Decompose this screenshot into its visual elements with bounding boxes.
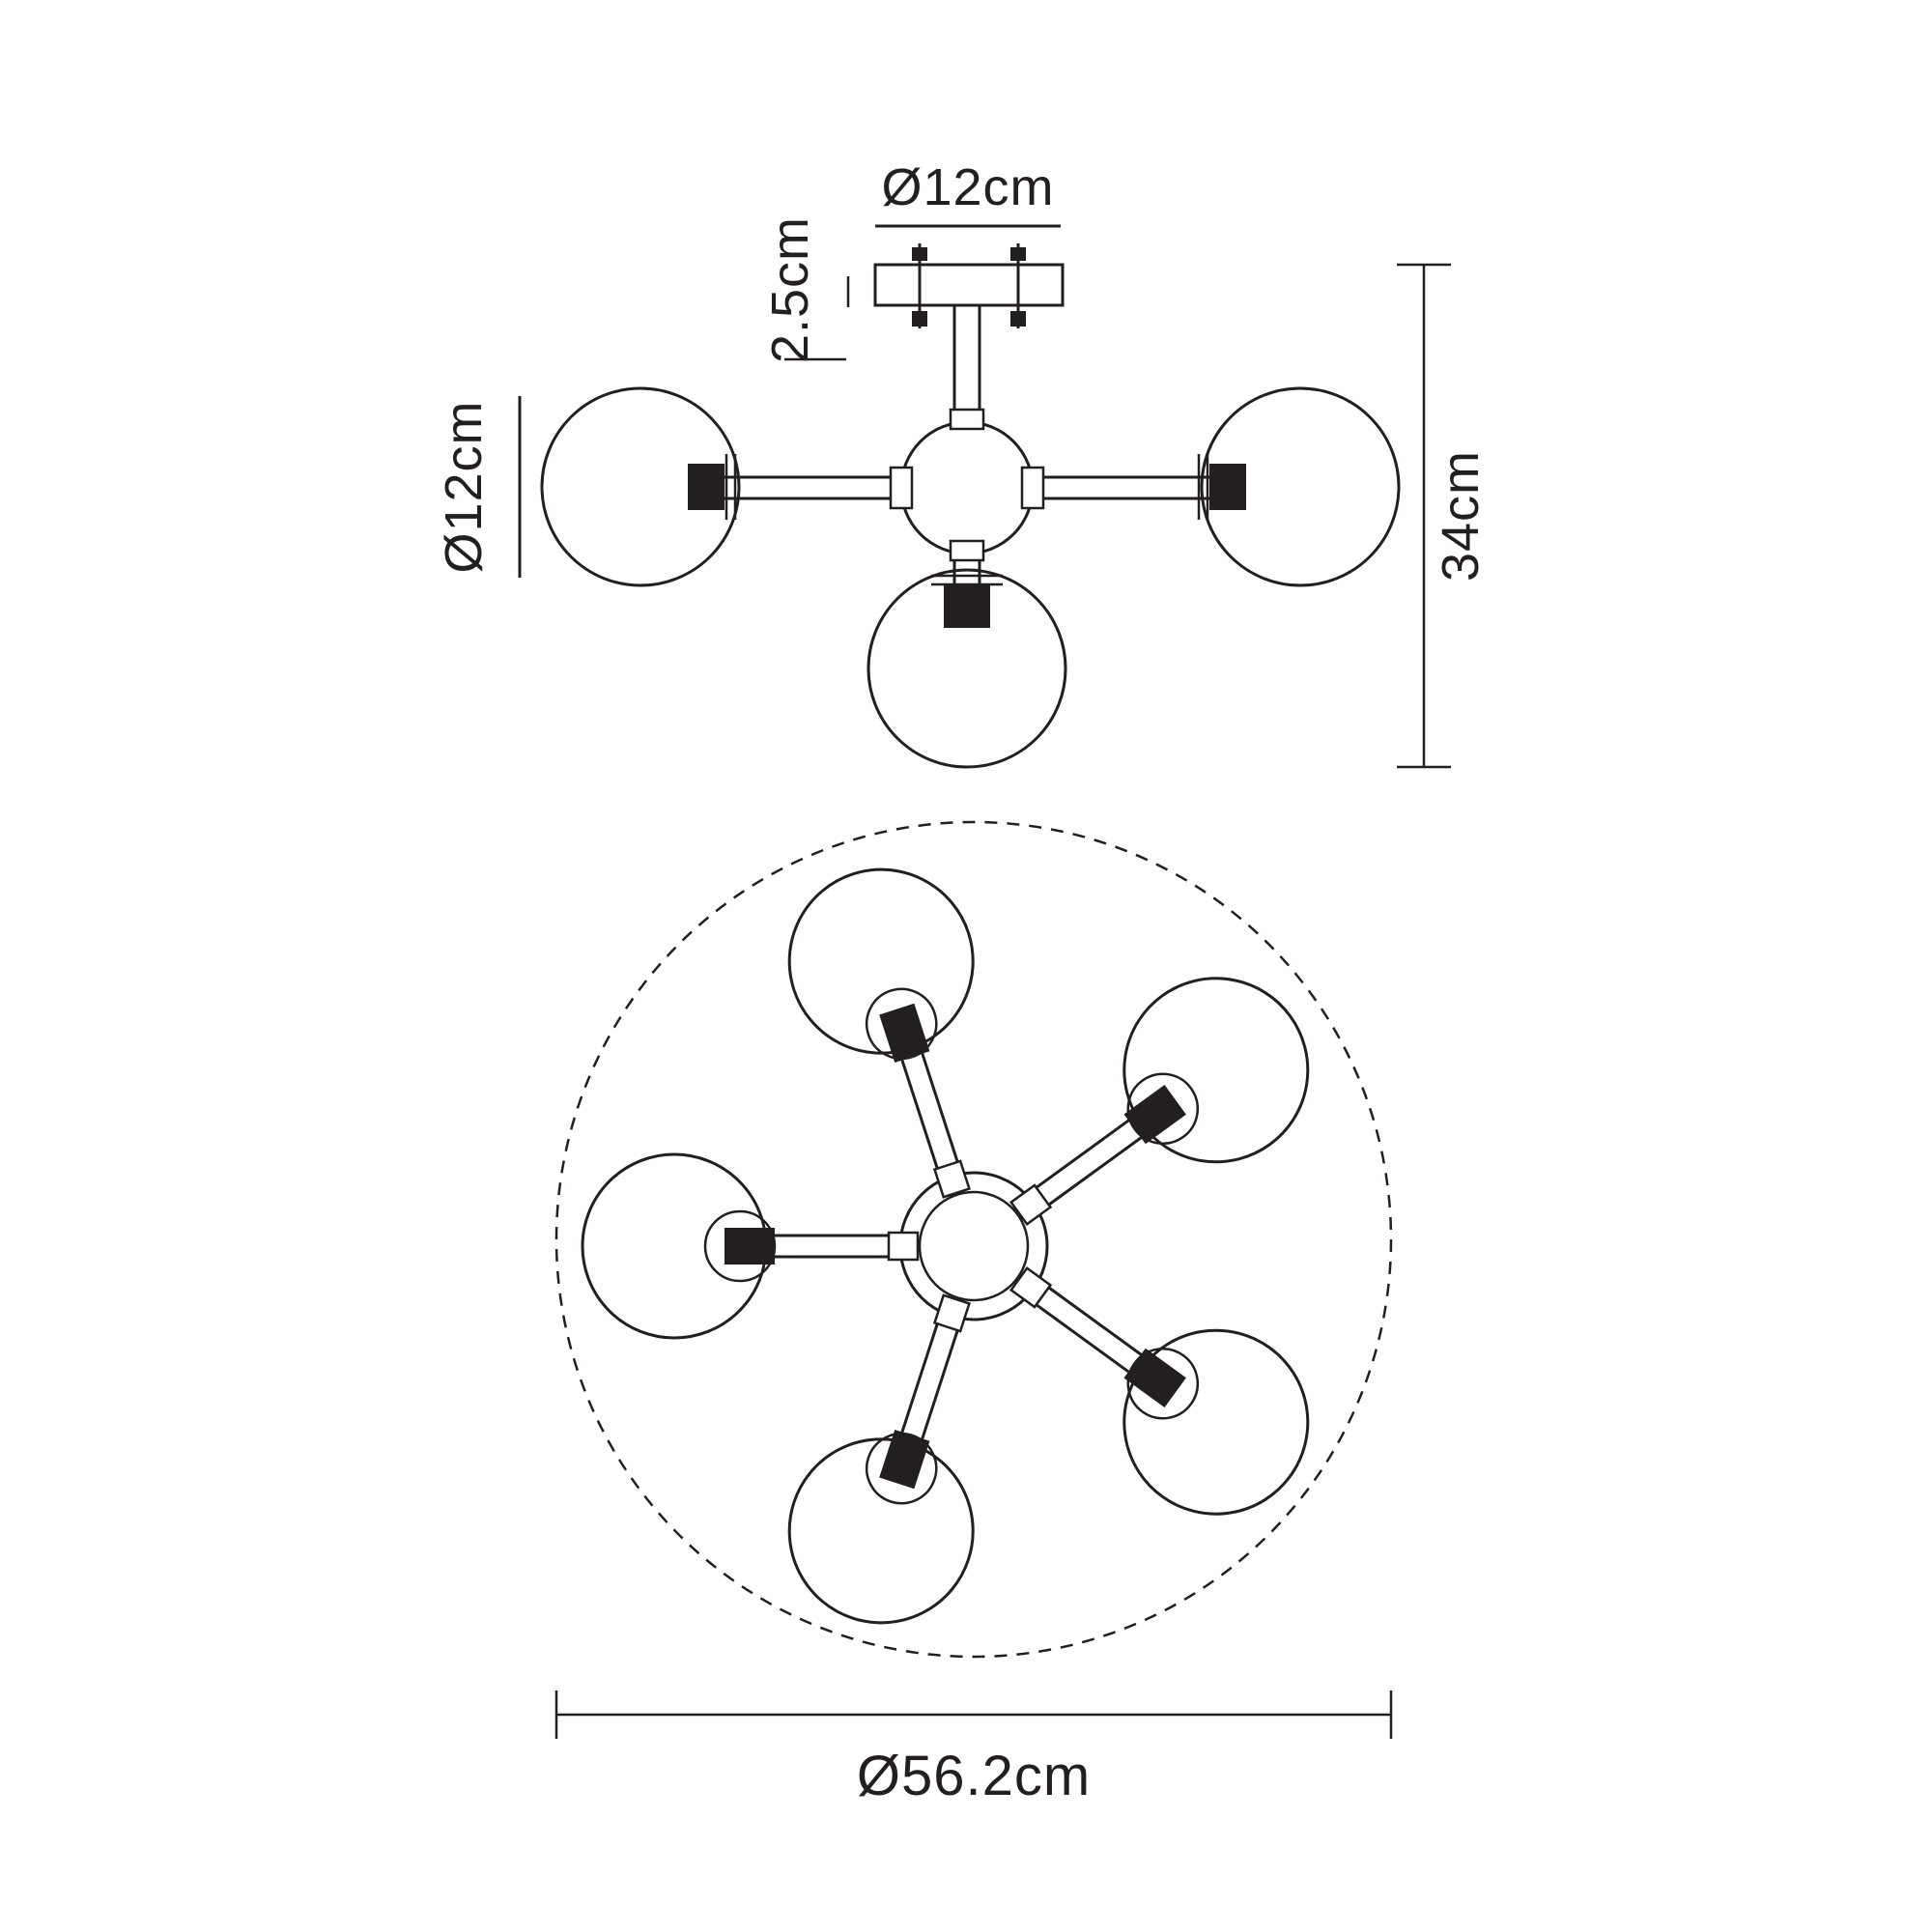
collar-right-globe — [1197, 454, 1209, 520]
side-globe-right — [1200, 386, 1401, 587]
plan-socket — [724, 1228, 775, 1264]
plan-globe — [1122, 1328, 1310, 1516]
overall-diameter-label: Ø56.2cm — [857, 1745, 1091, 1807]
plan-center-ring-inner — [918, 1190, 1030, 1302]
arm-right — [1043, 475, 1213, 500]
plan-arm-top-right — [1009, 977, 1310, 1226]
ceiling-canopy — [873, 263, 1065, 307]
plan-socket — [879, 1430, 930, 1490]
plan-socket — [879, 1003, 930, 1063]
collar-left-globe — [724, 454, 737, 520]
overall-height-label: 34cm — [1432, 450, 1490, 582]
globe-diameter-label: Ø12cm — [435, 400, 493, 573]
socket-left — [688, 464, 724, 510]
bracket-top — [949, 408, 985, 431]
plan-arm-top-left — [787, 867, 975, 1199]
center-body — [899, 420, 1035, 555]
height-dimension: 34cm — [1397, 263, 1490, 769]
plan-arm-bottom-left — [787, 1293, 975, 1625]
plan-ring-bracket — [1009, 1266, 1053, 1309]
bracket-bottom — [949, 539, 985, 562]
canopy-screw-left — [912, 243, 927, 328]
bracket-right — [1020, 466, 1045, 510]
plan-globe — [787, 867, 975, 1055]
plan-arm-bottom-right — [1009, 1266, 1310, 1516]
canopy-diameter-label: Ø12cm — [881, 158, 1054, 216]
socket-right — [1209, 464, 1246, 510]
side-view: Ø12cm 2.5cm — [435, 158, 1490, 769]
center-stem — [952, 305, 981, 423]
arm-left — [724, 475, 893, 500]
plan-ring-bracket — [887, 1231, 920, 1262]
plan-socket — [1123, 1348, 1186, 1408]
plan-view: Ø56.2cm — [554, 820, 1393, 1807]
diameter-dimension: Ø56.2cm — [554, 1690, 1393, 1807]
canopy-screw-right — [1010, 243, 1026, 328]
plan-arm-left — [581, 1152, 920, 1340]
plan-ring-bracket — [932, 1159, 971, 1199]
socket-bottom — [944, 585, 990, 628]
plan-socket — [1123, 1084, 1186, 1145]
bracket-left — [889, 466, 914, 510]
canopy-height-label: 2.5cm — [761, 216, 819, 363]
side-globe-bottom — [867, 568, 1067, 769]
plan-ring-bracket — [932, 1293, 971, 1333]
plan-globe — [1122, 977, 1310, 1164]
side-globe-left — [540, 386, 741, 587]
plan-globe — [787, 1437, 975, 1625]
plan-ring-bracket — [1009, 1183, 1053, 1226]
plan-dashed-boundary — [554, 820, 1393, 1659]
collar-bottom-globe — [931, 574, 1003, 586]
